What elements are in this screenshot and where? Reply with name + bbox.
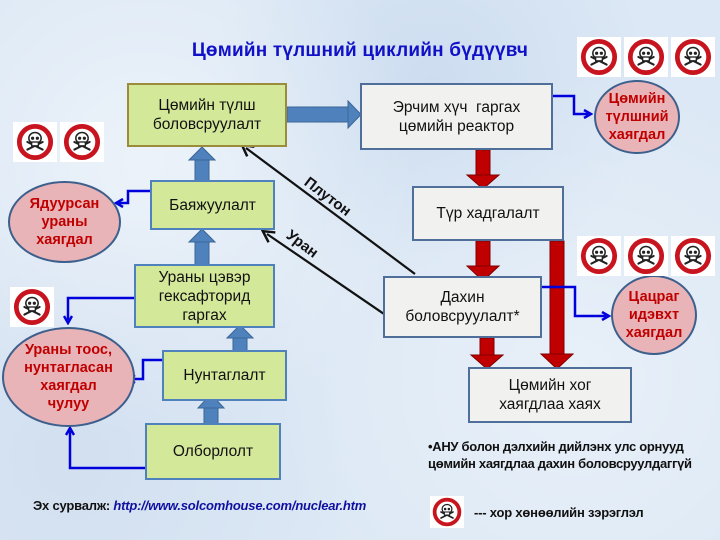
hazard-rating-mill-tailings bbox=[10, 287, 54, 327]
waste-line-milling bbox=[131, 358, 162, 379]
box-line: Цөмийн хог bbox=[508, 377, 592, 394]
source-label: Эх сурвалж: bbox=[33, 498, 110, 513]
box-milling: Нунтаглалт bbox=[162, 350, 287, 401]
box-line: боловсруулалт bbox=[152, 116, 262, 133]
hazard-rating-radioactive bbox=[577, 236, 715, 276]
flow-arrow-mining-to-milling bbox=[196, 393, 226, 426]
box-enrichment: Баяжуулалт bbox=[150, 180, 275, 230]
waste-mill-tailings: Ураны тоос, нунтагласан хаягдал чулуу bbox=[2, 327, 135, 427]
waste-line: Цөмийн bbox=[608, 91, 666, 107]
waste-line: хаягдал bbox=[36, 232, 93, 248]
hazard-rating-spent-fuel bbox=[577, 37, 715, 77]
box-line: Нунтаглалт bbox=[183, 367, 266, 384]
box-line: Олборлолт bbox=[172, 443, 254, 460]
legend: --- хор хөнөөлийн зэрэглэл bbox=[430, 496, 644, 528]
waste-line: түлшний bbox=[605, 109, 669, 125]
waste-line: хаягдал bbox=[625, 325, 683, 341]
source-citation: Эх сурвалж: http://www.solcomhouse.com/n… bbox=[33, 498, 366, 513]
waste-line: ураны bbox=[41, 214, 88, 230]
waste-line-reactor bbox=[553, 94, 588, 114]
box-line: боловсруулалт* bbox=[405, 308, 520, 325]
box-line: Цөмийн түлш bbox=[158, 97, 256, 114]
box-line: Ураны цэвэр bbox=[158, 268, 251, 286]
box-line: Эрчим хүч гаргах bbox=[392, 98, 521, 116]
uranium-return-arrow bbox=[267, 234, 385, 315]
hazard-rating-depleted-uranium bbox=[13, 122, 104, 162]
source-link[interactable]: http://www.solcomhouse.com/nuclear.htm bbox=[113, 498, 367, 513]
skull-hazard-icon bbox=[60, 122, 104, 162]
flow-arrow-storage-to-reprocessing bbox=[465, 240, 501, 282]
waste-spent-fuel: Цөмийн түлшний хаягдал bbox=[594, 80, 680, 154]
flow-arrow-reprocessing-to-disposal bbox=[469, 337, 505, 370]
box-line: хаягдлаа хаях bbox=[499, 396, 601, 413]
waste-radioactive: Цацраг идэвхт хаягдал bbox=[611, 275, 697, 355]
skull-hazard-icon bbox=[624, 236, 668, 276]
flow-arrow-enrichment-to-fabrication bbox=[187, 146, 217, 183]
waste-line: Ураны тоос, bbox=[24, 342, 113, 358]
waste-line: Цацраг bbox=[628, 289, 680, 305]
box-mining: Олборлолт bbox=[145, 423, 281, 480]
legend-text: --- хор хөнөөлийн зэрэглэл bbox=[474, 504, 644, 520]
waste-line: хаягдал bbox=[608, 127, 666, 143]
skull-hazard-icon bbox=[577, 236, 621, 276]
box-line: гексафторид bbox=[158, 287, 251, 305]
flow-arrow-milling-to-hexafluoride bbox=[225, 324, 255, 353]
diagram-title: Цөмийн түлшний циклийн бүдүүвч bbox=[191, 40, 529, 61]
waste-depleted-uranium: Ядуурсан ураны хаягдал bbox=[8, 181, 121, 263]
plutonium-return-arrow bbox=[246, 148, 416, 275]
box-disposal: Цөмийн хог хаягдлаа хаях bbox=[468, 367, 632, 423]
flow-arrow-storage-to-disposal bbox=[539, 240, 575, 370]
skull-hazard-icon bbox=[13, 122, 57, 162]
waste-line: идэвхт bbox=[628, 307, 680, 323]
skull-hazard-icon bbox=[671, 236, 715, 276]
waste-line: Ядуурсан bbox=[29, 196, 100, 212]
box-line: гаргах bbox=[182, 306, 227, 324]
waste-line-reprocessing bbox=[542, 285, 606, 316]
box-line: Баяжуулалт bbox=[169, 196, 256, 214]
waste-line-hexafluoride bbox=[68, 296, 134, 320]
legend-skull-icon bbox=[430, 496, 464, 528]
box-reprocessing: Дахин боловсруулалт* bbox=[383, 276, 542, 338]
box-fuel-fabrication: Цөмийн түлш боловсруулалт bbox=[127, 83, 287, 147]
skull-hazard-icon bbox=[577, 37, 621, 77]
skull-hazard-icon bbox=[624, 37, 668, 77]
skull-hazard-icon bbox=[10, 287, 54, 327]
reprocessing-footnote: •АНУ болон дэлхийн дийлэнх улс орнууд цө… bbox=[428, 439, 692, 471]
waste-line-enrichment bbox=[119, 189, 150, 203]
flow-arrow-hexafluoride-to-enrichment bbox=[187, 228, 217, 267]
flow-arrow-reactor-to-storage bbox=[465, 149, 501, 190]
waste-line: нунтагласан bbox=[24, 360, 113, 376]
box-interim-storage: Түр хадгалалт bbox=[412, 186, 564, 241]
waste-line-mining bbox=[70, 431, 145, 470]
flow-arrow-fabrication-to-reactor bbox=[286, 99, 362, 130]
skull-hazard-icon bbox=[671, 37, 715, 77]
box-line: Түр хадгалалт bbox=[436, 205, 540, 222]
waste-line: чулуу bbox=[47, 396, 90, 412]
waste-line: хаягдал bbox=[40, 378, 97, 394]
box-line: Дахин bbox=[440, 289, 485, 306]
box-line: цөмийн реактор bbox=[398, 117, 515, 135]
